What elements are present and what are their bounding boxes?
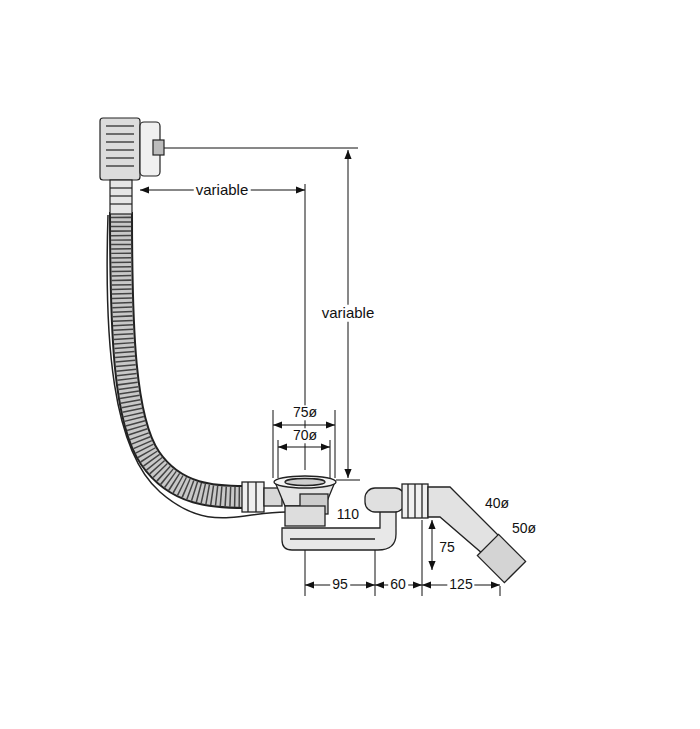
- flexible-hose: [107, 212, 286, 518]
- dimension-label: 125: [447, 577, 474, 592]
- dimension-label: 50ø: [510, 521, 538, 536]
- dimension-label: 75ø: [291, 405, 319, 420]
- dimension-label: 40ø: [483, 496, 511, 511]
- dimension-label: variable: [194, 182, 251, 199]
- dimension-label: 110: [335, 507, 361, 522]
- waste-trap: [242, 476, 526, 583]
- dimension-label: variable: [320, 305, 377, 322]
- dimension-label: 75: [437, 540, 457, 555]
- dimension-label: 60: [388, 577, 408, 592]
- dimension-label: 95: [330, 577, 350, 592]
- dimension-lines: [140, 148, 500, 596]
- overflow-head: [100, 118, 164, 214]
- dimension-label: 70ø: [291, 428, 319, 443]
